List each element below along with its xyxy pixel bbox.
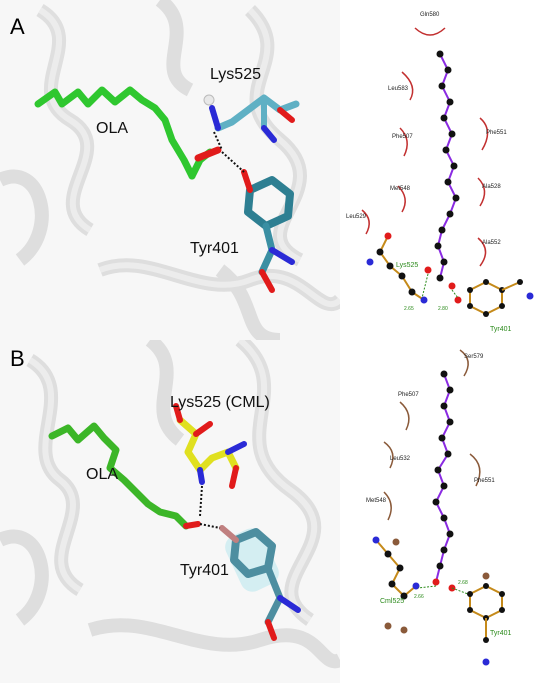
res-leu529: Leu529 [346,214,367,220]
ola-chain [34,86,196,180]
panel-b-render [0,340,340,683]
res-ala528: Ala528 [482,184,501,190]
tyr401-2d-ring [469,280,503,316]
hb-res-tyr401: Tyr401 [490,326,512,333]
res-ala552: Ala552 [482,240,501,246]
res-phe551: Phe551 [486,130,507,136]
tyr401-ring [244,176,294,230]
panel-a-render [0,0,340,340]
res-met548: Met548 [390,186,411,192]
dist-1: 2.65 [404,306,414,312]
hydrophobic-arcs [361,27,489,267]
panel-a-ligplot: Gln580 Leu583 Phe507 Phe551 Met548 Ala52… [340,0,550,340]
hb-res-lys525: Lys525 [396,262,419,269]
label-ola-a: OLA [96,120,129,137]
res-met548-b: Met548 [366,498,387,504]
res-leu532: Leu532 [390,456,411,462]
label-lys525-a: Lys525 [210,66,261,83]
label-ola-b: OLA [86,466,119,483]
dist-2-b: 2.68 [458,580,468,586]
hydrophobic-arcs-b [383,349,481,521]
hbond-dashes [213,131,223,151]
ola-chain-b [48,422,190,530]
label-lys525-b: Lys525 (CML) [170,394,270,411]
panel-a-structure: A OLA Lys525 Tyr401 [0,0,340,340]
panel-b-ligplot: Ser579 Phe507 Leu532 Phe551 Met548 Cml52… [340,340,550,683]
panel-letter-b: B [10,346,25,371]
hb-res-tyr401-b: Tyr401 [490,630,512,637]
panel-b-structure: B OLA Lys525 (CML) Tyr401 [0,340,340,683]
dist-2: 2.80 [438,306,448,312]
res-phe507-b: Phe507 [398,392,419,398]
res-phe551-b: Phe551 [474,478,495,484]
panel-a-diagram [361,27,534,317]
panel-letter-a: A [10,14,25,39]
res-gln580: Gln580 [420,12,440,18]
res-ser579: Ser579 [464,354,484,360]
tyr401-2d-ring-b [469,584,503,620]
hbond-dashes-b [199,485,203,517]
dist-1-b: 2.66 [414,594,424,600]
label-tyr401-a: Tyr401 [190,240,239,257]
panel-b-diagram [372,349,505,666]
res-leu583: Leu583 [388,86,409,92]
label-tyr401-b: Tyr401 [180,562,229,579]
res-phe507: Phe507 [392,134,413,140]
hb-res-cml525: Cml525 [380,598,405,605]
